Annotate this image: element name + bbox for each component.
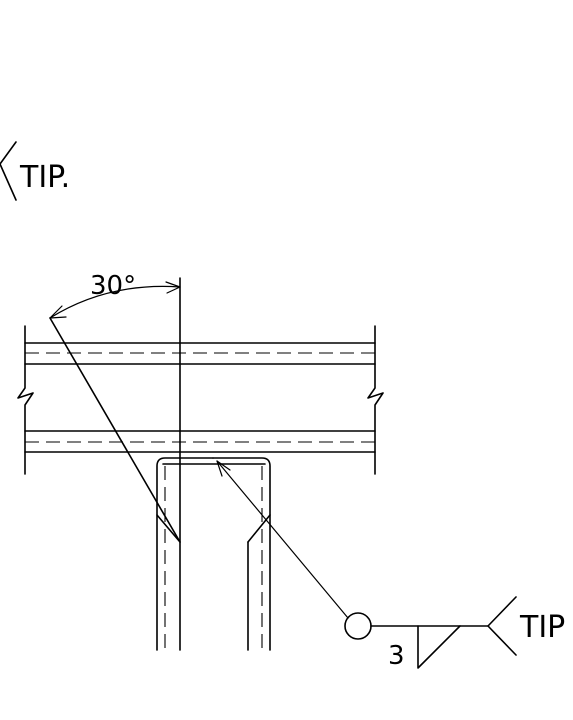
leader-arrow bbox=[216, 460, 349, 619]
angle-label: 30° bbox=[90, 271, 136, 301]
angle-arc bbox=[49, 281, 181, 319]
weld-all-around-circle bbox=[344, 612, 372, 640]
top-tip-note: TIP. bbox=[19, 160, 70, 195]
weld-tip-note: TIP bbox=[519, 610, 565, 645]
left-web-plate bbox=[156, 457, 214, 651]
weld-symbol bbox=[370, 596, 517, 669]
weld-size-label: 3 bbox=[388, 641, 405, 671]
left-break-line bbox=[17, 325, 34, 475]
flange-plate bbox=[24, 342, 376, 453]
bevel-line bbox=[49, 317, 181, 543]
top-weld-tail bbox=[0, 141, 17, 201]
right-web-plate bbox=[162, 457, 271, 651]
right-break-line bbox=[367, 325, 384, 475]
